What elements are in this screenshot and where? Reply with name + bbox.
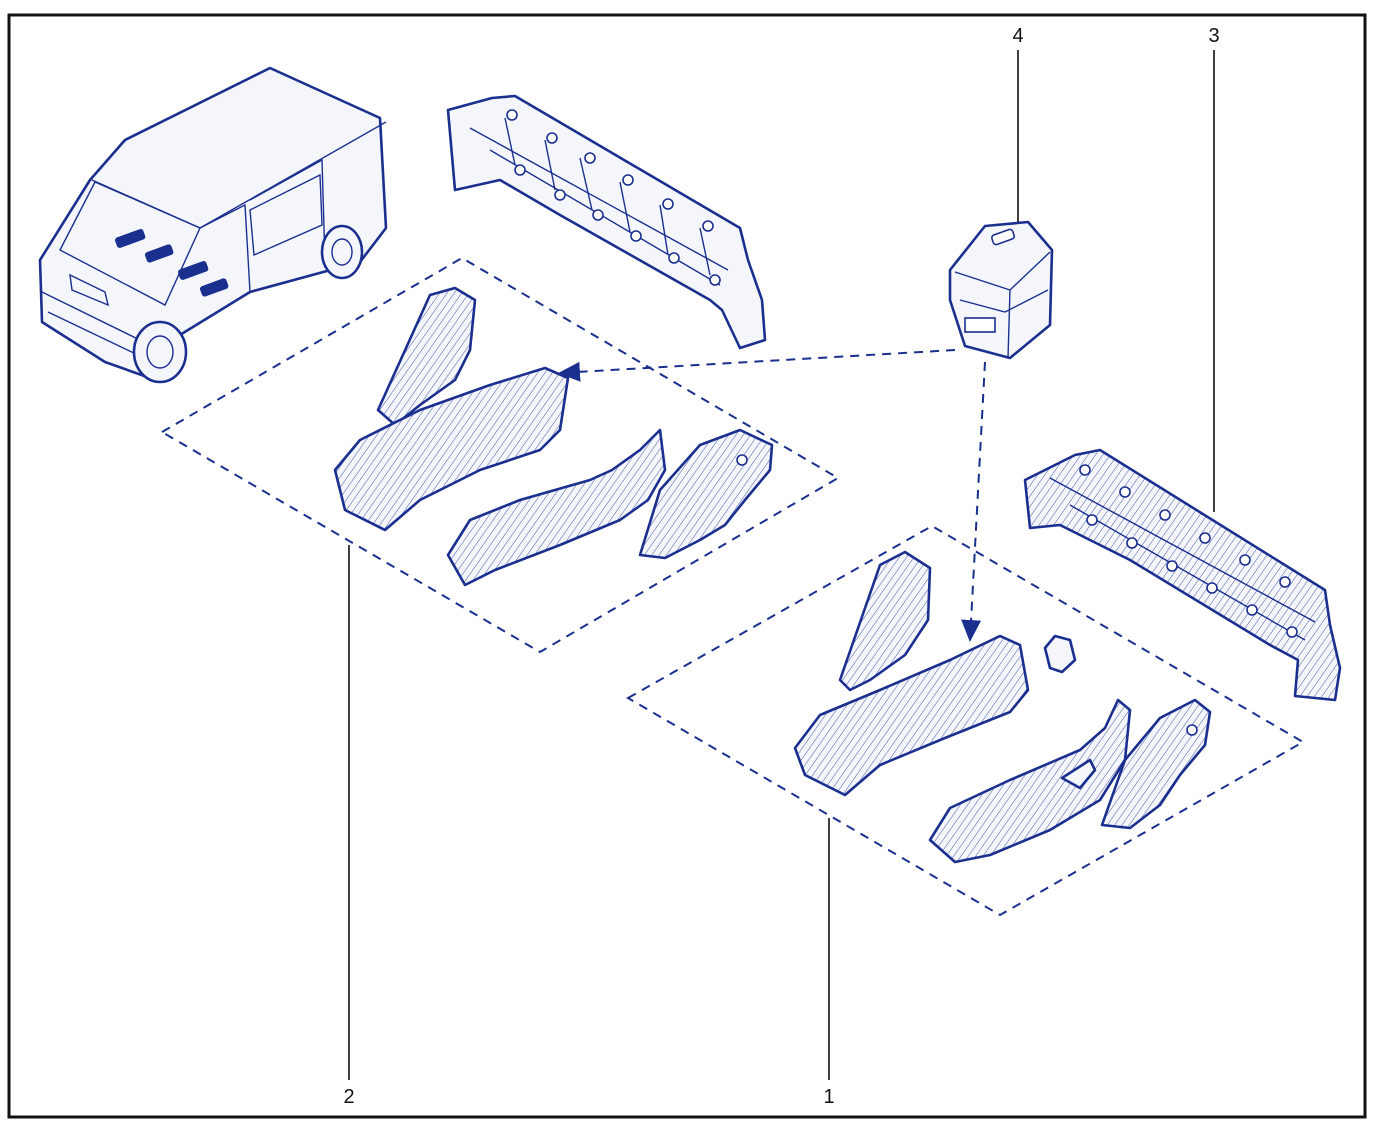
kit-outline-right — [625, 524, 1306, 917]
callout-2: 2 — [343, 1086, 354, 1108]
callout-4: 4 — [1012, 25, 1023, 47]
heated-seat-switch — [948, 220, 1054, 360]
van-seat-marker — [144, 244, 174, 263]
van-seat-marker — [199, 278, 229, 297]
seat-kit-left — [333, 286, 774, 587]
van-illustration — [38, 66, 388, 384]
kit-outline-left — [160, 256, 840, 654]
switch-to-left-kit-arrow — [558, 349, 956, 382]
seat-kit-right — [793, 550, 1212, 864]
van-seat-marker — [115, 229, 146, 248]
callout-3: 3 — [1208, 25, 1219, 47]
callout-1: 1 — [823, 1086, 834, 1108]
van-seat-marker — [178, 261, 209, 280]
diagram-border — [7, 13, 1367, 1119]
seat-frame-upper — [446, 94, 767, 350]
switch-to-right-kit-arrow — [961, 361, 986, 642]
seat-frame-lower — [1023, 448, 1342, 702]
